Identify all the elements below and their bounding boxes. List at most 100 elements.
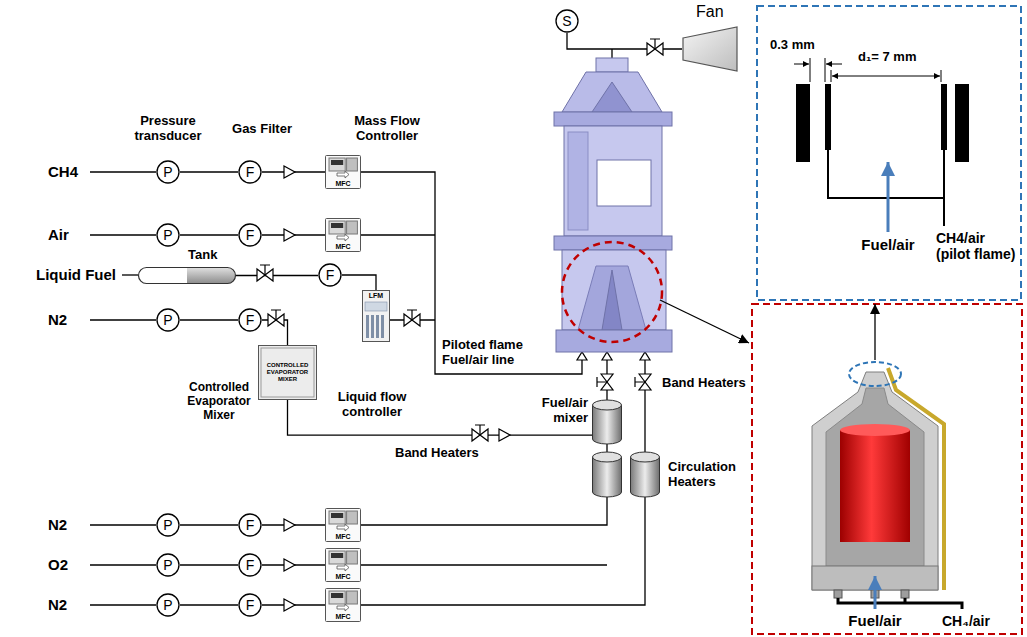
liquid-flow-meter: LFM bbox=[362, 290, 390, 342]
oxidizer-line bbox=[361, 564, 607, 565]
device-screen bbox=[331, 593, 343, 598]
symbol-circle bbox=[239, 554, 261, 576]
pilot-line bbox=[361, 234, 435, 235]
device-bar bbox=[366, 315, 369, 338]
node-text: F bbox=[246, 597, 255, 613]
column-heading: Pressure transducer bbox=[126, 114, 210, 144]
circulation-heater: Circulation Heaters bbox=[630, 452, 660, 497]
detail-highlight bbox=[562, 242, 662, 342]
symbol-circle bbox=[239, 514, 261, 536]
pipe-connector bbox=[180, 171, 238, 172]
node-heading: Controlled Evaporator Mixer bbox=[186, 381, 252, 422]
symbol-circle bbox=[157, 309, 179, 331]
oxidizer-line bbox=[361, 497, 607, 525]
supply-line bbox=[90, 234, 156, 235]
column-heading: Gas Filter bbox=[220, 122, 304, 137]
inset-frame bbox=[752, 304, 1022, 634]
node-text: S bbox=[562, 13, 571, 29]
cylinder-top bbox=[593, 400, 622, 410]
combustor-hood bbox=[562, 72, 662, 112]
node-text: F bbox=[246, 227, 255, 243]
symbol-circle bbox=[157, 514, 179, 536]
device-body bbox=[326, 509, 361, 542]
device-body bbox=[326, 549, 361, 582]
combustor-flange bbox=[554, 236, 672, 250]
valve-handle bbox=[650, 39, 660, 49]
node-text: F bbox=[246, 164, 255, 180]
fuel-tank: Tank bbox=[138, 267, 236, 284]
line-label: Piloted flame Fuel/air line bbox=[442, 338, 538, 368]
detail-highlight bbox=[849, 362, 901, 386]
device-panel bbox=[347, 591, 358, 604]
device-display bbox=[329, 591, 345, 604]
pipe-connector bbox=[236, 275, 318, 276]
fuel-air-mixer-outline bbox=[592, 400, 622, 444]
supply-line bbox=[90, 564, 156, 565]
supply-line bbox=[90, 604, 156, 605]
node-text: CONTROLLED EVAPORATOR MIXER bbox=[262, 362, 314, 383]
dimension-line bbox=[794, 64, 809, 65]
pressure-transducer: P bbox=[156, 308, 180, 332]
inset-frame bbox=[757, 6, 1021, 300]
gas-filter: F bbox=[238, 553, 262, 577]
cylinder-body bbox=[593, 405, 622, 444]
check-valve bbox=[284, 599, 295, 611]
burner-body bbox=[562, 250, 666, 330]
device-body bbox=[363, 291, 390, 342]
node-heading: Tank bbox=[188, 248, 217, 263]
supply-line bbox=[122, 274, 138, 275]
burner-nozzle-core bbox=[602, 270, 622, 330]
combustor-cone bbox=[592, 82, 632, 112]
mass-flow-controller: MFC bbox=[325, 155, 361, 189]
symbol-circle bbox=[556, 10, 578, 32]
device-screen bbox=[331, 553, 343, 558]
device-bar bbox=[376, 315, 379, 338]
gas-filter: F bbox=[238, 160, 262, 184]
flow-symbol bbox=[337, 234, 349, 241]
check-valve bbox=[284, 519, 295, 531]
device-bar bbox=[381, 315, 384, 338]
heater-top bbox=[593, 452, 622, 462]
dimension-line bbox=[826, 64, 842, 65]
pipe-connector bbox=[342, 275, 376, 290]
node-heading: Circulation Heaters bbox=[668, 460, 744, 490]
exhaust-line bbox=[611, 49, 612, 58]
pilot-feed-line bbox=[838, 598, 962, 609]
valve-handle bbox=[475, 425, 485, 435]
node-text: P bbox=[163, 557, 172, 573]
device-screen bbox=[331, 513, 343, 518]
inlet-arrow bbox=[602, 352, 612, 360]
node-text: MFC bbox=[335, 573, 350, 581]
symbol-circle bbox=[319, 264, 341, 286]
tank-body bbox=[139, 268, 236, 284]
device-screen bbox=[331, 223, 343, 228]
heater-label: Band Heaters bbox=[395, 446, 479, 461]
device-body bbox=[326, 156, 361, 189]
node-text: F bbox=[326, 267, 335, 283]
flow-arrow bbox=[874, 576, 877, 609]
gas-name: Air bbox=[48, 226, 69, 243]
dimension-label: d₁= 7 mm bbox=[858, 50, 916, 65]
gas-name: N2 bbox=[48, 516, 67, 533]
node-text: P bbox=[163, 312, 172, 328]
inlet-label: Fuel/air bbox=[835, 612, 915, 629]
symbol-circle bbox=[239, 309, 261, 331]
mixer-line bbox=[606, 444, 607, 452]
gas-filter: F bbox=[238, 308, 262, 332]
combustor-chamber bbox=[564, 126, 662, 236]
dimension-label: 0.3 mm bbox=[770, 38, 815, 53]
supply-line bbox=[90, 524, 156, 525]
gas-name: CH4 bbox=[48, 163, 78, 180]
symbol-circle bbox=[239, 594, 261, 616]
supply-line bbox=[90, 171, 156, 172]
detail-pointer bbox=[874, 304, 875, 360]
detail-pointer bbox=[660, 300, 749, 343]
gas-filter: F bbox=[238, 513, 262, 537]
flow-symbol bbox=[337, 524, 349, 531]
gas-filter: F bbox=[238, 223, 262, 247]
device-display bbox=[329, 158, 345, 171]
gas-name: N2 bbox=[48, 311, 67, 328]
valve-handle bbox=[271, 310, 281, 320]
